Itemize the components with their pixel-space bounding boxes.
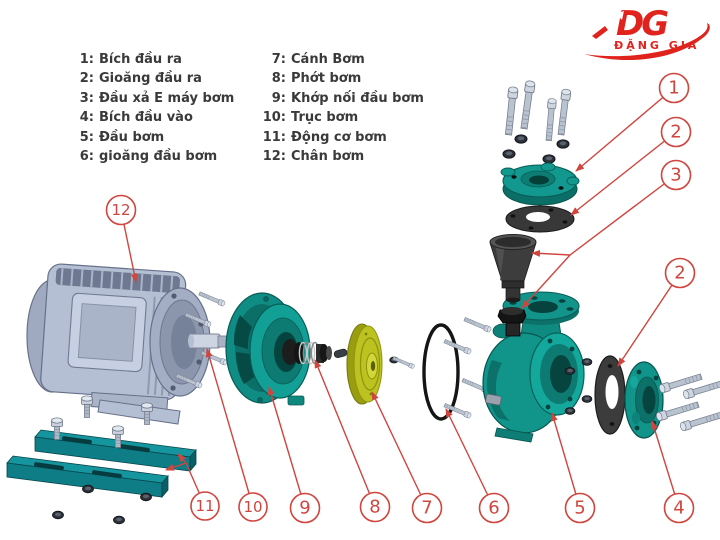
outlet-gasket bbox=[505, 205, 575, 233]
callout-8: 8 bbox=[359, 491, 391, 523]
impeller bbox=[346, 323, 416, 405]
svg-text:2: 2 bbox=[674, 263, 685, 284]
mounting-rails bbox=[6, 395, 197, 525]
svg-text:2: 2 bbox=[670, 122, 681, 143]
legend-item-5: 5:Đầu bơm bbox=[79, 129, 165, 145]
inlet-gasket bbox=[594, 355, 626, 435]
pump-shaft bbox=[188, 333, 230, 349]
outlet-flange bbox=[500, 162, 580, 206]
inlet-flange-bolts bbox=[655, 372, 720, 432]
legend-item-11: 11:Động cơ bơm bbox=[262, 129, 387, 145]
callout-2b: 2 bbox=[664, 257, 696, 289]
legend-item-1: 1:Bích đầu ra bbox=[79, 52, 182, 67]
svg-text:8: 8 bbox=[369, 497, 380, 518]
logo-arrow-head bbox=[616, 11, 624, 20]
legend-item-2: 2:Gioăng đầu ra bbox=[79, 71, 202, 87]
inlet-flange bbox=[624, 361, 664, 439]
callout-10: 10 bbox=[238, 492, 268, 522]
legend-item-6: 6:gioăng đầu bơm bbox=[79, 148, 218, 164]
callout-1: 1 bbox=[658, 72, 690, 104]
svg-text:11: 11 bbox=[195, 497, 214, 515]
svg-text:1: 1 bbox=[668, 78, 679, 99]
logo-name: ĐẶNG GIA bbox=[614, 38, 699, 52]
logo-arrow-tail bbox=[592, 26, 608, 39]
svg-text:3: 3 bbox=[670, 165, 681, 186]
coupling-flange bbox=[225, 292, 311, 406]
vent-plug bbox=[497, 307, 527, 337]
svg-text:5: 5 bbox=[574, 498, 585, 519]
svg-text:6: 6 bbox=[488, 498, 499, 519]
callout-2: 2 bbox=[660, 116, 692, 148]
logo-mark: DG bbox=[616, 4, 668, 44]
legend-item-8: 8:Phớt bơm bbox=[271, 71, 362, 87]
leader-lines bbox=[120, 87, 681, 509]
motor bbox=[26, 263, 230, 425]
callout-12: 12 bbox=[105, 194, 137, 226]
legend-item-12: 12:Chân bơm bbox=[262, 148, 365, 164]
callout-9: 9 bbox=[289, 492, 321, 524]
o-ring bbox=[422, 323, 460, 421]
rail-lower bbox=[6, 455, 169, 499]
legend-right-column: 7:Cánh Bơm 8:Phớt bơm 9:Khớp nối đầu bơm… bbox=[252, 50, 424, 166]
legend-item-7: 7:Cánh Bơm bbox=[271, 52, 365, 67]
callout-4: 4 bbox=[663, 492, 695, 524]
legend-left-column: 1:Bích đầu ra 2:Gioăng đầu ra 3:Đầu xả E… bbox=[78, 50, 235, 166]
svg-text:9: 9 bbox=[299, 498, 310, 519]
pump-housing bbox=[482, 291, 585, 443]
callout-5: 5 bbox=[564, 492, 596, 524]
mechanical-seal bbox=[294, 341, 348, 365]
legend-item-9: 9:Khớp nối đầu bơm bbox=[271, 90, 424, 106]
legend-item-3: 3:Đầu xả E máy bơm bbox=[79, 90, 235, 106]
callout-11: 11 bbox=[190, 491, 220, 521]
priming-funnel bbox=[489, 234, 537, 303]
svg-text:4: 4 bbox=[673, 498, 684, 519]
svg-text:10: 10 bbox=[243, 498, 262, 516]
callout-3: 3 bbox=[660, 159, 692, 191]
svg-text:12: 12 bbox=[111, 201, 130, 219]
logo-swoosh bbox=[584, 23, 710, 61]
outlet-bolts bbox=[502, 79, 572, 164]
legend-item-4: 4:Bích đầu vào bbox=[79, 110, 193, 126]
callout-7: 7 bbox=[411, 492, 443, 524]
legend-item-10: 10:Trục bơm bbox=[262, 110, 359, 126]
svg-text:7: 7 bbox=[421, 498, 432, 519]
callout-6: 6 bbox=[478, 492, 510, 524]
dang-gia-logo: DG ĐẶNG GIA bbox=[578, 2, 718, 66]
